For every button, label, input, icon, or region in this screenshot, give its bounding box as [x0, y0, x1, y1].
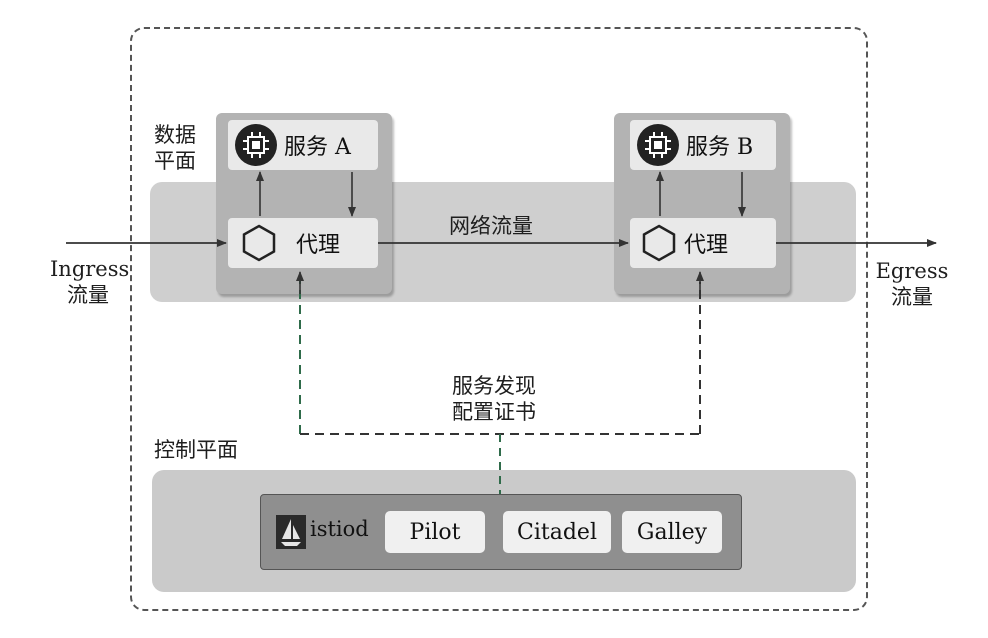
- mesh-traffic-label: 网络流量: [449, 214, 533, 238]
- mesh-boundary: [130, 27, 868, 611]
- config-label: 服务发现 配置证书: [452, 373, 536, 426]
- galley-box[interactable]: Galley: [622, 511, 722, 553]
- service-b-box[interactable]: 服务 B: [630, 120, 776, 170]
- service-a-box[interactable]: 服务 A: [228, 120, 378, 170]
- citadel-box[interactable]: Citadel: [503, 511, 611, 553]
- chip-icon: [637, 124, 679, 166]
- ingress-label: Ingress 流量: [50, 256, 130, 309]
- data-plane-label-line2: 平面: [154, 149, 196, 174]
- service-a-label: 服务 A: [284, 135, 351, 160]
- istiod-label: istiod: [310, 517, 369, 541]
- ingress-label-line2: 流量: [67, 283, 109, 308]
- proxy-b-label: 代理: [684, 233, 729, 258]
- config-label-line2: 配置证书: [452, 400, 536, 425]
- proxy-b-box[interactable]: 代理: [630, 218, 776, 268]
- data-plane-label-line1: 数据: [154, 123, 196, 147]
- hexagon-icon: [642, 224, 676, 262]
- egress-label-line2: 流量: [891, 285, 933, 310]
- config-label-line1: 服务发现: [452, 374, 536, 398]
- egress-label: Egress 流量: [874, 258, 950, 311]
- hexagon-icon: [242, 224, 276, 262]
- chip-icon: [235, 124, 277, 166]
- ingress-label-line1: Ingress: [50, 257, 130, 281]
- proxy-a-label: 代理: [296, 233, 341, 258]
- pilot-box[interactable]: Pilot: [385, 511, 485, 553]
- data-plane-label: 数据 平面: [154, 122, 196, 175]
- proxy-a-box[interactable]: 代理: [228, 218, 378, 268]
- sail-icon: [276, 515, 306, 549]
- control-plane-label: 控制平面: [154, 438, 238, 462]
- service-b-label: 服务 B: [686, 135, 754, 160]
- istiod-panel: [260, 494, 742, 570]
- egress-label-line1: Egress: [875, 259, 949, 283]
